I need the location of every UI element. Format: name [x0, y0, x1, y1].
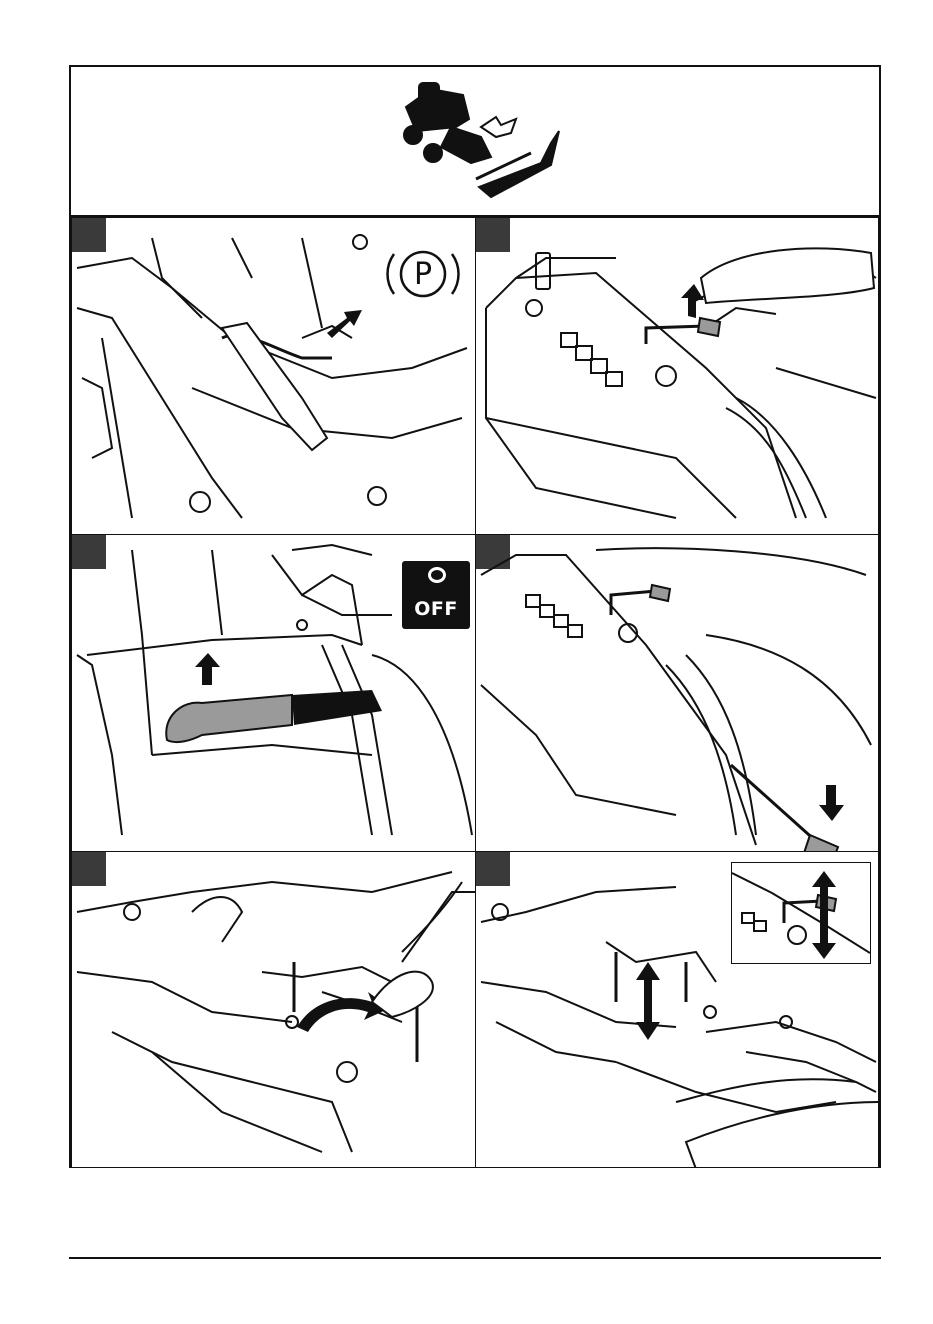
lever-lowering-illustration — [476, 535, 879, 852]
panel-step-1: P — [71, 217, 476, 535]
parking-brake-icon: P — [387, 252, 458, 296]
instruction-sheet: P — [69, 65, 881, 1168]
weight-off-icon: OFF — [402, 561, 470, 629]
lift-lever-illustration — [476, 218, 879, 535]
panel-step-6 — [475, 851, 879, 1168]
panel-step-2 — [475, 217, 879, 535]
panel-step-3: OFF — [71, 534, 476, 852]
parking-brake-illustration: P — [72, 218, 476, 535]
detail-inset — [731, 862, 871, 964]
panel-step-4 — [475, 534, 879, 852]
parking-symbol-text: P — [414, 257, 432, 292]
footer-rule — [69, 1257, 881, 1259]
pin-release-illustration — [72, 852, 476, 1168]
weight-ring-shape — [428, 567, 446, 583]
tractor-with-front-blade-icon — [71, 67, 879, 217]
panel-step-5 — [71, 851, 476, 1168]
off-badge-label: OFF — [402, 598, 470, 620]
lever-detail-illustration — [732, 863, 870, 963]
header-illustration-cell — [71, 67, 879, 217]
